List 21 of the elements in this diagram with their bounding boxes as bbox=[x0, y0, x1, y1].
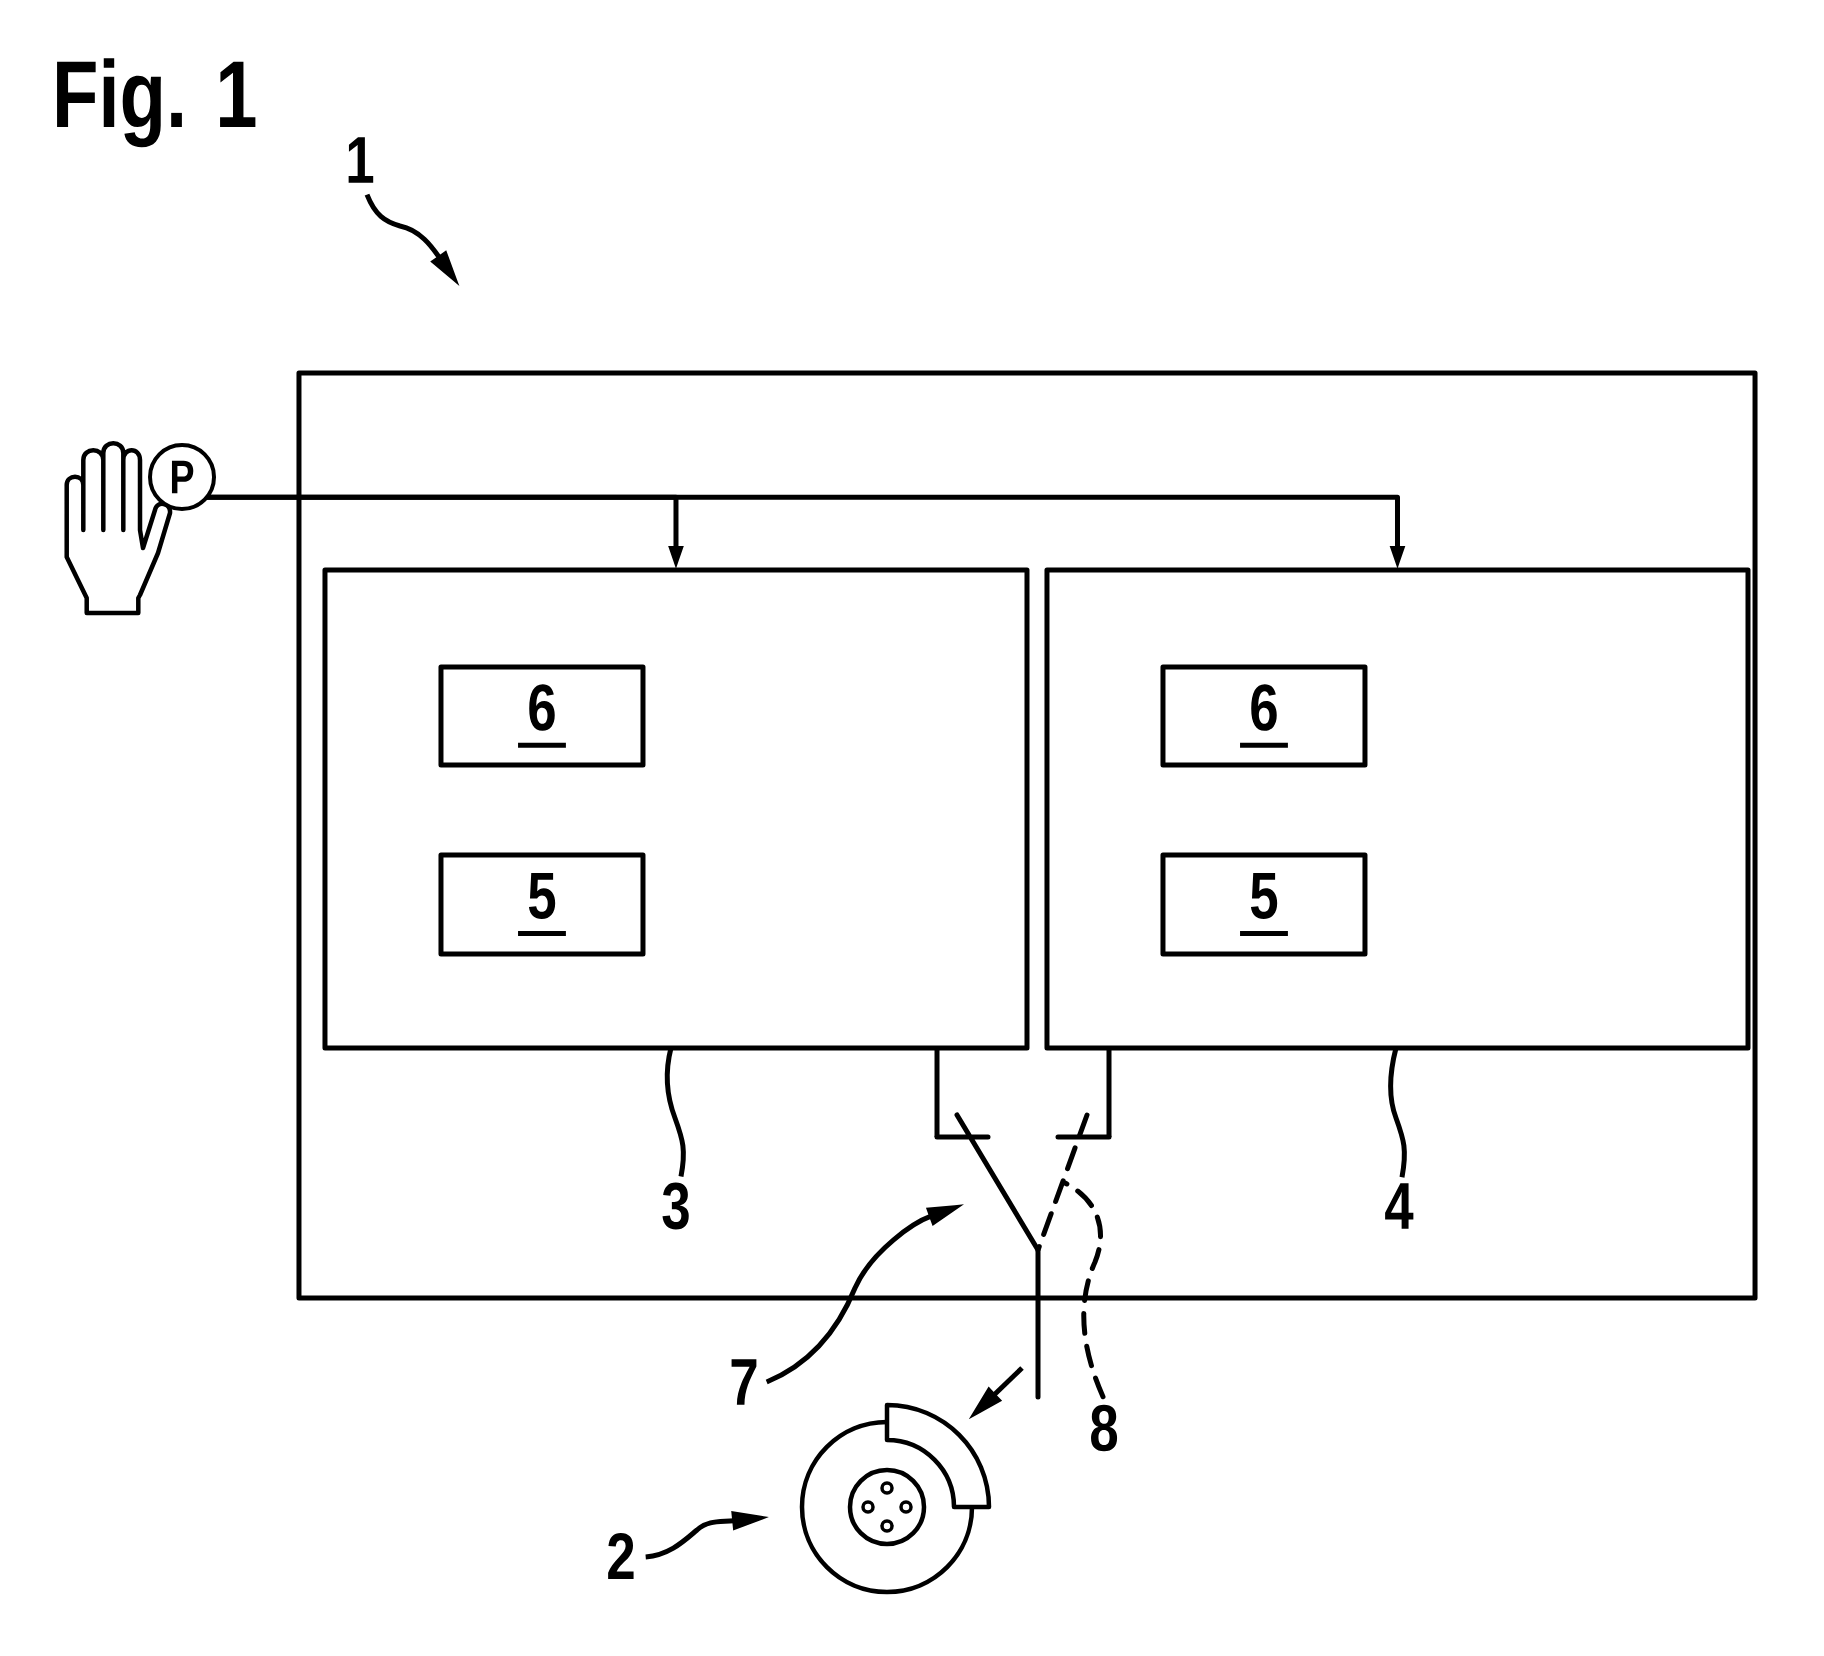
unit-box bbox=[322, 567, 1030, 1051]
reference-number: 1 bbox=[348, 137, 374, 183]
wire bbox=[1106, 1048, 1112, 1137]
leader-line bbox=[1062, 1180, 1106, 1400]
switch-symbol bbox=[934, 1112, 1112, 1400]
reference-number: 7 bbox=[731, 1359, 757, 1405]
unit-box bbox=[1044, 567, 1751, 1051]
module-box: 5 bbox=[1160, 852, 1368, 957]
figure-title: Fig. 1 bbox=[57, 58, 256, 148]
outer-box bbox=[296, 370, 1758, 1301]
reference-number: 2 bbox=[608, 1533, 634, 1580]
reference-number: 3 bbox=[662, 1182, 689, 1230]
module-box: 5 bbox=[438, 852, 646, 957]
module-box: 6 bbox=[438, 664, 646, 768]
brake-disc-drawing bbox=[799, 1402, 992, 1595]
wire bbox=[934, 1048, 940, 1137]
reference-number: 8 bbox=[1091, 1404, 1118, 1452]
reference-number: 4 bbox=[1385, 1183, 1414, 1229]
leader-line bbox=[664, 1047, 686, 1177]
leader-line bbox=[1387, 1047, 1407, 1178]
module-box: 6 bbox=[1160, 664, 1368, 768]
